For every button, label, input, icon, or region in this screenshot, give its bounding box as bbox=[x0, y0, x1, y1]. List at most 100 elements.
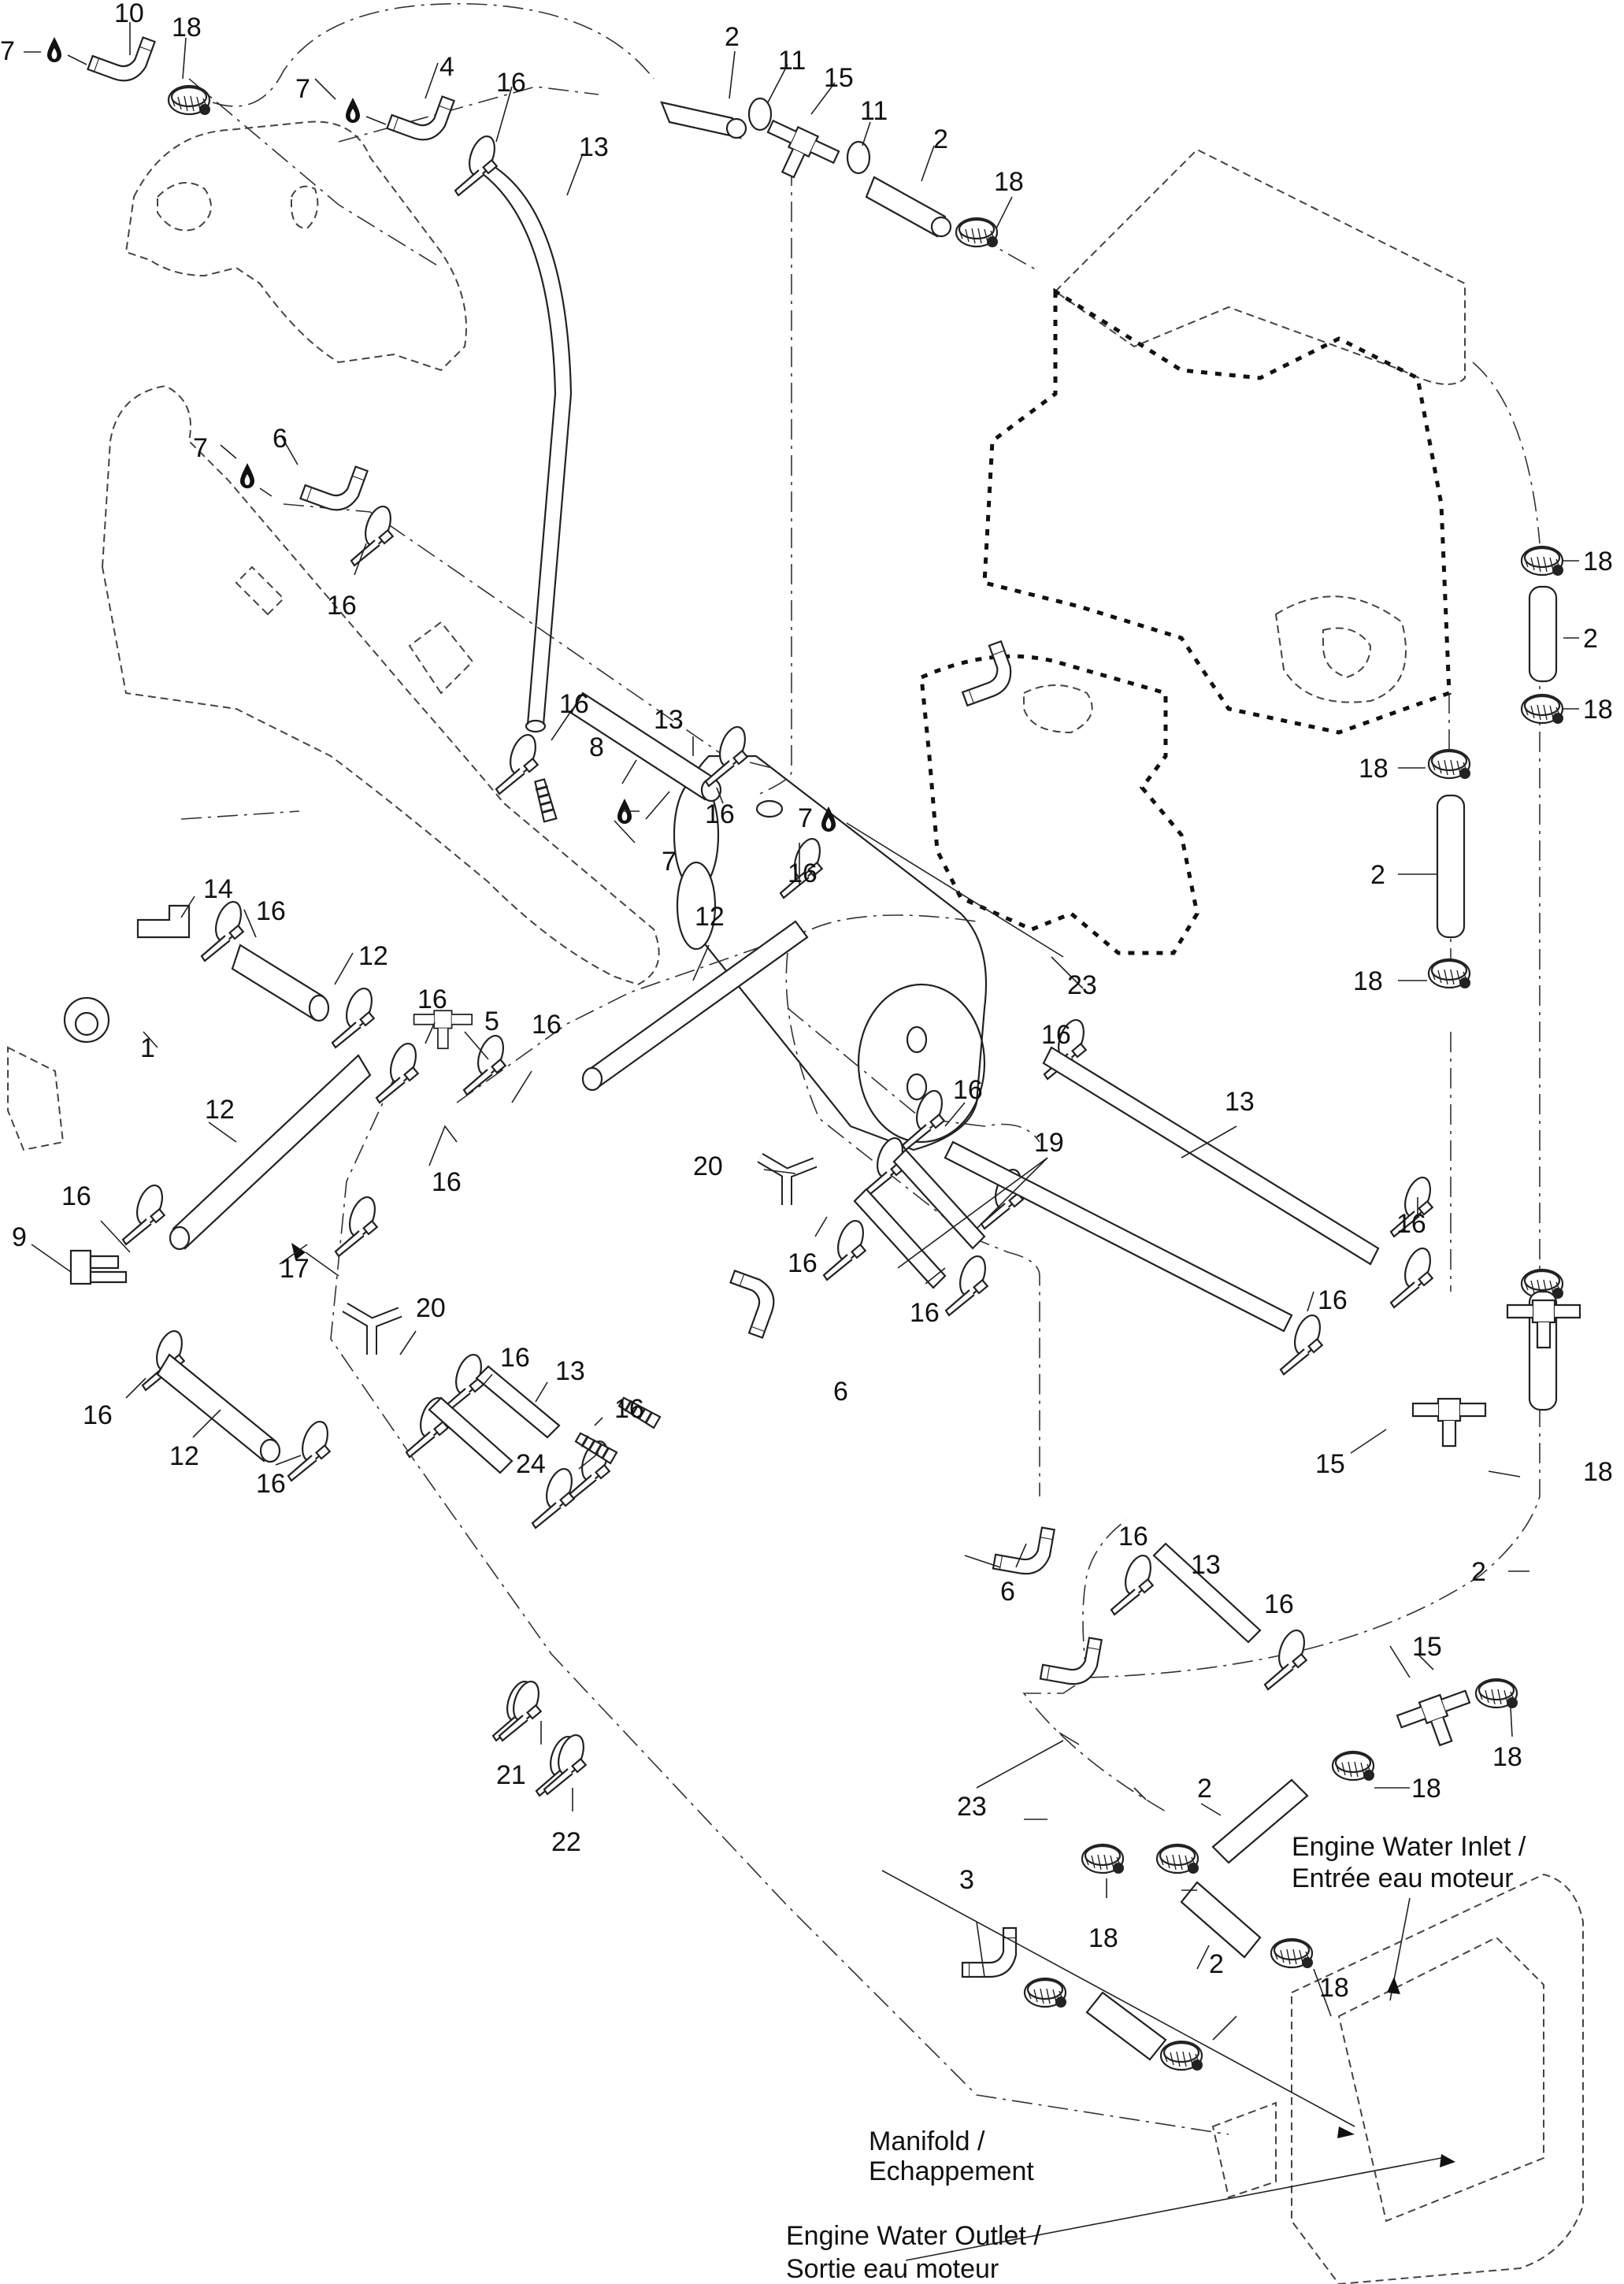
hose-13-right bbox=[1042, 1046, 1380, 1266]
callout-12: 12 bbox=[205, 1095, 235, 1125]
callout-1: 1 bbox=[140, 1033, 155, 1063]
callout-12: 12 bbox=[169, 1441, 199, 1471]
callout-18: 18 bbox=[1411, 1774, 1441, 1804]
callout-18: 18 bbox=[1353, 966, 1383, 996]
callout-18: 18 bbox=[1319, 1973, 1349, 2003]
callout-numbers: 10 18 7 7 4 16 13 2 11 15 11 2 18 7 6 16… bbox=[0, 0, 1613, 2003]
callout-16: 16 bbox=[1118, 1522, 1148, 1552]
callout-5: 5 bbox=[484, 1007, 499, 1036]
callout-14: 14 bbox=[203, 874, 233, 904]
callout-18: 18 bbox=[1583, 695, 1613, 725]
manifold-label-fr: Echappement bbox=[869, 2156, 1034, 2186]
callout-13: 13 bbox=[1191, 1550, 1221, 1580]
callout-16: 16 bbox=[788, 1248, 818, 1278]
callout-8: 8 bbox=[589, 732, 604, 762]
callout-23: 23 bbox=[957, 1792, 987, 1822]
callout-24: 24 bbox=[516, 1449, 546, 1479]
engine-water-inlet-label: Engine Water Inlet / bbox=[1292, 1832, 1526, 1862]
callout-13: 13 bbox=[579, 132, 609, 162]
callout-7: 7 bbox=[662, 847, 677, 877]
callout-16: 16 bbox=[327, 591, 357, 621]
callout-19: 19 bbox=[1034, 1128, 1064, 1158]
callout-22: 22 bbox=[551, 1827, 581, 1857]
callout-16: 16 bbox=[788, 858, 818, 888]
engine-water-inlet-label-fr: Entrée eau moteur bbox=[1292, 1863, 1514, 1893]
callout-3: 3 bbox=[959, 1865, 974, 1895]
callout-16: 16 bbox=[559, 689, 589, 719]
callout-18: 18 bbox=[1088, 1923, 1118, 1953]
callout-23: 23 bbox=[1067, 970, 1097, 1000]
callout-16: 16 bbox=[532, 1010, 562, 1040]
manifold-label: Manifold / bbox=[869, 2126, 985, 2156]
callout-16: 16 bbox=[61, 1181, 91, 1211]
callout-18: 18 bbox=[172, 13, 202, 43]
annotation-labels: Engine Water Inlet / Entrée eau moteur M… bbox=[786, 1832, 1526, 2284]
callout-10: 10 bbox=[114, 0, 144, 28]
callout-16: 16 bbox=[432, 1167, 462, 1197]
callout-18: 18 bbox=[1583, 1457, 1613, 1487]
callout-15: 15 bbox=[1315, 1449, 1345, 1479]
callout-16: 16 bbox=[614, 1394, 644, 1424]
callout-7: 7 bbox=[798, 803, 813, 833]
callout-13: 13 bbox=[1225, 1087, 1255, 1117]
callout-7: 7 bbox=[193, 433, 208, 463]
callout-16: 16 bbox=[1041, 1020, 1071, 1050]
callout-16: 16 bbox=[1396, 1209, 1426, 1239]
leader-lines bbox=[24, 22, 1579, 2261]
hose-12-d bbox=[156, 1353, 277, 1463]
callout-20: 20 bbox=[416, 1293, 446, 1323]
callout-16: 16 bbox=[417, 984, 447, 1014]
callout-4: 4 bbox=[439, 52, 454, 82]
callout-15: 15 bbox=[824, 63, 854, 93]
callout-7: 7 bbox=[295, 74, 310, 104]
hose-12-c bbox=[172, 1054, 372, 1250]
callout-16: 16 bbox=[496, 68, 526, 98]
hose-13-mid bbox=[569, 692, 718, 801]
callout-6: 6 bbox=[1000, 1577, 1015, 1607]
callout-12: 12 bbox=[358, 941, 388, 971]
callout-16: 16 bbox=[705, 799, 735, 829]
callout-18: 18 bbox=[1583, 547, 1613, 577]
callout-16: 16 bbox=[256, 896, 286, 926]
callout-16: 16 bbox=[953, 1075, 983, 1105]
engine-water-outlet-label: Engine Water Outlet / bbox=[786, 2221, 1041, 2251]
callout-2: 2 bbox=[933, 124, 948, 154]
callout-2: 2 bbox=[1583, 624, 1598, 654]
callout-2: 2 bbox=[725, 22, 740, 52]
engine-block-ghost bbox=[1054, 148, 1466, 385]
callout-15: 15 bbox=[1412, 1632, 1442, 1662]
callout-16: 16 bbox=[256, 1469, 286, 1499]
exhaust-elbow-ghost bbox=[124, 121, 467, 372]
callout-16: 16 bbox=[1318, 1285, 1348, 1315]
callout-2: 2 bbox=[1209, 1949, 1224, 1979]
callout-18: 18 bbox=[1492, 1742, 1522, 1772]
callout-11: 11 bbox=[778, 46, 806, 76]
callout-13: 13 bbox=[654, 705, 684, 735]
callout-2: 2 bbox=[1197, 1774, 1212, 1804]
callout-18: 18 bbox=[994, 167, 1024, 197]
manifold-ghost bbox=[1291, 1873, 1584, 2284]
callout-6: 6 bbox=[273, 424, 287, 454]
callout-16: 16 bbox=[1264, 1589, 1294, 1619]
callout-16: 16 bbox=[910, 1298, 940, 1328]
callout-20: 20 bbox=[693, 1151, 723, 1181]
callout-11: 11 bbox=[860, 96, 888, 126]
engine-water-outlet-label-fr: Sortie eau moteur bbox=[786, 2254, 999, 2284]
callout-21: 21 bbox=[496, 1760, 526, 1790]
callout-17: 17 bbox=[280, 1254, 310, 1284]
callout-9: 9 bbox=[12, 1222, 27, 1252]
hose-13-long bbox=[476, 165, 573, 725]
callout-2: 2 bbox=[1370, 860, 1385, 890]
exhaust-pipe-ghost bbox=[101, 384, 660, 986]
callout-16: 16 bbox=[83, 1400, 113, 1430]
callout-12: 12 bbox=[695, 902, 725, 932]
pump-housing-ghost bbox=[919, 654, 1199, 955]
callout-6: 6 bbox=[833, 1377, 848, 1407]
callout-16: 16 bbox=[500, 1343, 530, 1373]
callout-7: 7 bbox=[0, 36, 15, 66]
callout-13: 13 bbox=[555, 1356, 585, 1386]
callout-18: 18 bbox=[1359, 754, 1389, 784]
plate bbox=[7, 1046, 65, 1151]
callout-2: 2 bbox=[1471, 1557, 1486, 1587]
